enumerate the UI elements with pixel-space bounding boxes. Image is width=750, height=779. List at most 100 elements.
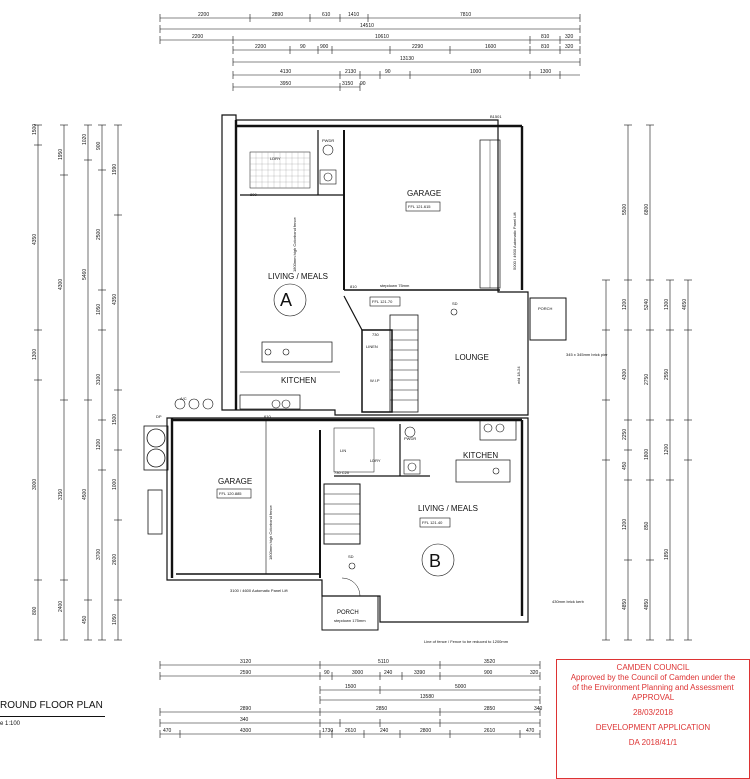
room-label-ldry-b: LDRY (370, 458, 381, 463)
ffl-label: FFL 121.70 (372, 299, 393, 304)
room-label-kitchen-b: KITCHEN (463, 451, 498, 460)
bottom-dimensions (159, 661, 541, 738)
dim-label: 4500 (82, 489, 88, 500)
dim-label: 2850 (484, 706, 495, 712)
ffl-label: FFL 121.40 (422, 520, 443, 525)
dim-label: 90 (300, 44, 306, 50)
dim-label: 5110 (378, 659, 389, 665)
smoke-detector (450, 308, 458, 316)
left-dimension-labels: 1500 4350 1300 3000 800 1950 4300 3150 2… (32, 124, 118, 625)
dim-label: 3100 (96, 374, 102, 385)
dim-label: 2550 (664, 369, 670, 380)
dim-label: 5240 (644, 299, 650, 310)
garage-door-b: 3100 / 4600 Automatic Panel Lift (230, 588, 288, 593)
smoke-detector-label: SD (348, 554, 354, 559)
dim-label: 3150 (58, 489, 64, 500)
dim-label: 4300 (240, 728, 251, 734)
dim-label: 13580 (420, 694, 434, 700)
dim-label: 810 (541, 34, 550, 40)
room-labels: GARAGE FFL 121.615 LDRY PWDR LIVING / ME… (216, 138, 553, 623)
stamp-approval-text: Approved by the Council of Camden under … (570, 673, 736, 682)
room-label-ldry-a: LDRY (270, 156, 281, 161)
dim-label: 13130 (400, 56, 414, 62)
dim-label: 2200 (255, 44, 266, 50)
dim-label: 3950 (280, 81, 291, 87)
dim-label: 1990 (112, 164, 118, 175)
unit-a-letter: A (280, 290, 292, 310)
dim-label: 2590 (240, 670, 251, 676)
dim-label: 2200 (198, 12, 209, 18)
dim-label: 2610 (345, 728, 356, 734)
dim-label: 800 (32, 606, 38, 615)
washing-machine (403, 459, 421, 475)
council-approval-stamp: CAMDEN COUNCIL Approved by the Council o… (556, 659, 750, 779)
ac-label: A/C (180, 396, 187, 401)
dim-label: 1730 (322, 728, 333, 734)
fence-note: 1800mm high Colorbond fence (292, 217, 297, 272)
dim-label: 1800 (644, 449, 650, 460)
unit-a-marker (273, 283, 307, 317)
dim-label: 1050 (96, 304, 102, 315)
dim-label: 450 (622, 461, 628, 470)
dim-label: 900 (320, 44, 329, 50)
dim-label: 2610 (484, 728, 495, 734)
dim-label: 3000 (352, 670, 363, 676)
room-label-living-a: LIVING / MEALS (268, 272, 328, 281)
dim-label: 1300 (32, 349, 38, 360)
title-underline (0, 716, 105, 717)
sink-fixture (282, 348, 290, 356)
ffl-label: FFL 121.615 (408, 204, 431, 209)
room-label-linen-a: LINEN (366, 344, 378, 349)
dim-label: 320 (565, 34, 574, 40)
plan-scale: e 1:100 (0, 721, 21, 727)
dim-label: 2850 (376, 706, 387, 712)
dim-label: 1200 (664, 444, 670, 455)
dim-label: 2890 (272, 12, 283, 18)
left-dimensions (34, 124, 122, 641)
ffl-tag (216, 488, 252, 499)
fixtures (174, 144, 505, 577)
toilet-fixture (322, 144, 334, 156)
dim-label: 10610 (375, 34, 389, 40)
dim-label: 900 (96, 141, 102, 150)
dim-730: 730 (372, 332, 379, 337)
dim-label: 1000 (470, 69, 481, 75)
room-label-garage-b: GARAGE (218, 477, 252, 486)
kerb-note: 430mm brick kerb (552, 599, 585, 604)
dim-800: 800 (250, 192, 257, 197)
garage-door-a: 5000 / 4600 Automatic Panel Lift (512, 212, 517, 270)
dim-label: 1950 (58, 149, 64, 160)
dim-label: 3000 (32, 479, 38, 490)
dim-label: 2290 (412, 44, 423, 50)
washing-machine (319, 169, 337, 185)
dim-label: 3520 (484, 659, 495, 665)
dim-label: 850 (644, 521, 650, 530)
dim-label: 470 (163, 728, 172, 734)
dim-label: 4130 (280, 69, 291, 75)
dim-label: 3390 (414, 670, 425, 676)
smoke-detector-label: SD (452, 301, 458, 306)
ffl-tag (405, 201, 441, 212)
dim-label: 1050 (112, 614, 118, 625)
toilet-fixture (404, 426, 416, 438)
dim-label: 340 (240, 717, 249, 723)
dim-label: 320 (530, 670, 539, 676)
bottom-dimension-labels: 3120 5110 3520 2590 90 3000 240 3390 900… (163, 659, 543, 734)
rainwater-tanks (143, 425, 169, 535)
dim-label: 2130 (345, 69, 356, 75)
top-dimensions (159, 14, 581, 91)
fence-note: 1800mm high Colorbond fence (268, 505, 273, 560)
dim-730c: 730 C20 (334, 470, 350, 475)
dim-label: 4850 (622, 599, 628, 610)
top-dimension-labels: 2200 2890 610 1410 7810 14510 2200 10610… (192, 12, 574, 87)
dim-label: 2750 (644, 374, 650, 385)
dim-label: 1000 (112, 479, 118, 490)
dim-label: 810 (541, 44, 550, 50)
dim-label: 90 (385, 69, 391, 75)
dim-label: 2500 (96, 229, 102, 240)
room-label-porch-a: PORCH (538, 306, 553, 311)
dim-label: 1300 (540, 69, 551, 75)
room-label-wip-a: W.I.P (370, 378, 380, 383)
tile-hatch (250, 152, 310, 188)
right-dimensions (602, 124, 692, 641)
